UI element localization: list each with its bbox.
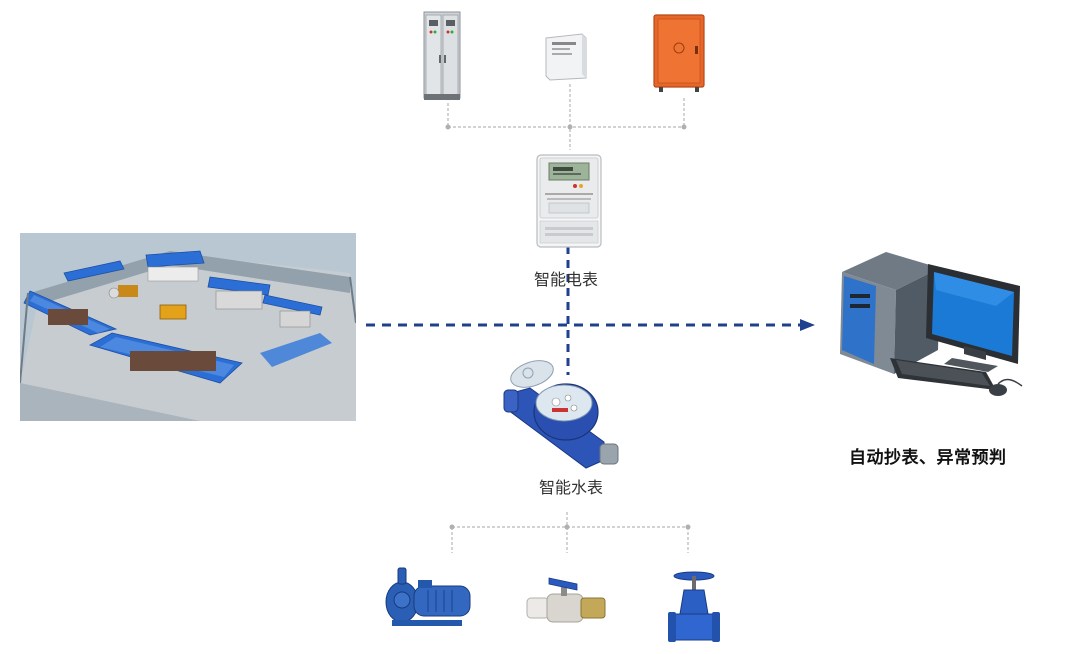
construction-site-image (20, 233, 356, 421)
smart-meter-label: 智能电表 (534, 270, 599, 289)
computer-caption: 自动抄表、异常预判 (849, 448, 1007, 468)
smart-electric-meter-icon (536, 154, 602, 248)
water-meter-label: 智能水表 (539, 478, 604, 497)
water-pump-icon (385, 567, 471, 626)
small-distribution-box-icon (545, 33, 587, 81)
bottom-connector (451, 512, 689, 553)
orange-electric-box-icon (653, 14, 705, 92)
smart-water-meter-icon (503, 360, 619, 469)
gate-valve-icon (668, 571, 720, 642)
ball-valve-icon (526, 577, 606, 623)
arrow-head (800, 319, 815, 331)
top-connector (447, 84, 685, 150)
distribution-cabinet-icon (423, 11, 461, 100)
computer-workstation-icon (840, 252, 1023, 396)
